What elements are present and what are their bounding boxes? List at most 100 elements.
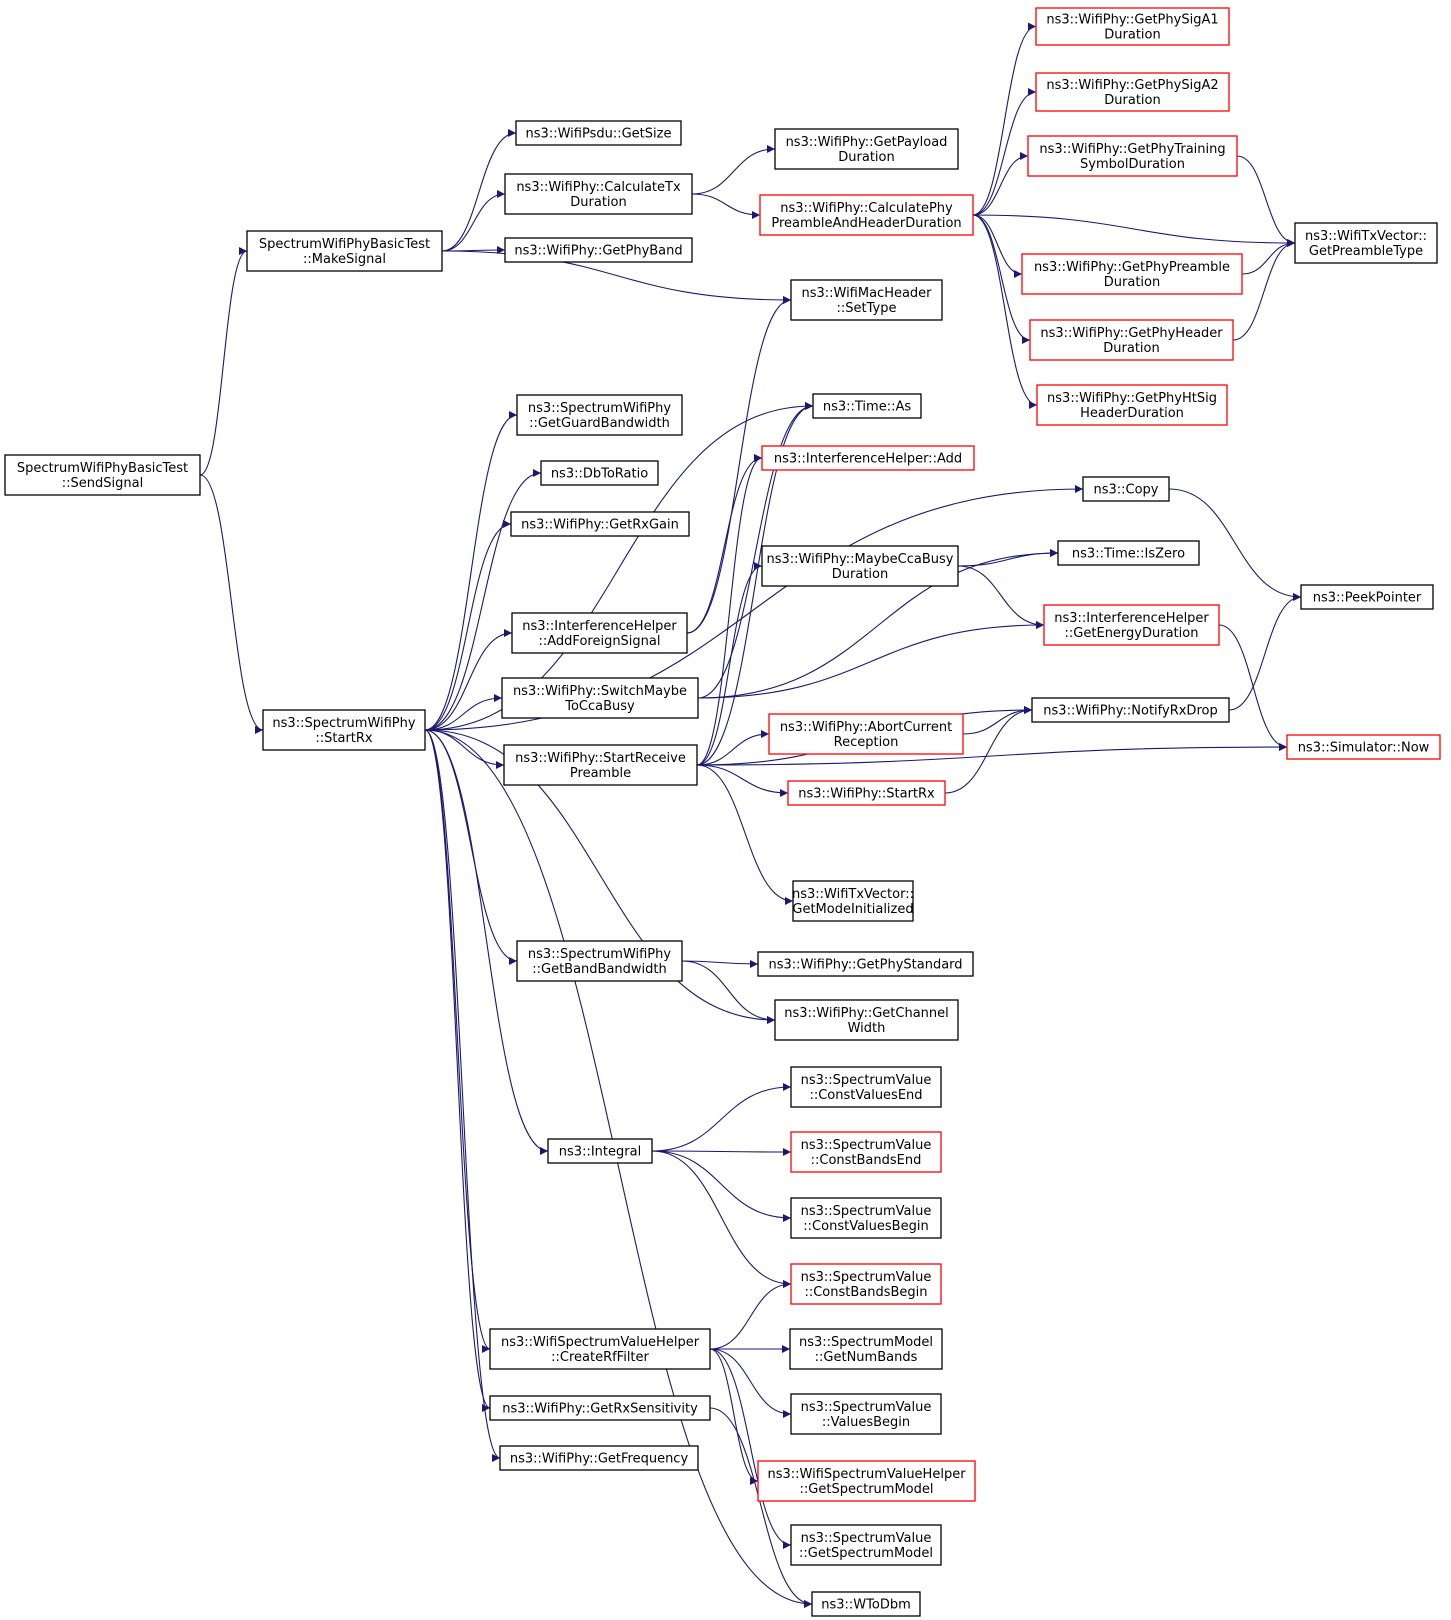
node-rxsens[interactable]: ns3::WifiPhy::GetRxSensitivity bbox=[489, 1395, 711, 1421]
node-label: ns3::WifiPhy::GetPhyStandard bbox=[768, 958, 962, 973]
node-label: ns3::Integral bbox=[559, 1145, 641, 1160]
node-label: ns3::WifiPsdu::GetSize bbox=[526, 127, 672, 142]
edge-calctx-to-getpayload bbox=[691, 145, 776, 195]
node-notifydrop[interactable]: ns3::WifiPhy::NotifyRxDrop bbox=[1031, 697, 1230, 723]
edge-sendsignal-to-startrx bbox=[199, 474, 264, 734]
node-label: ::SetType bbox=[837, 301, 897, 316]
edge-startrx-to-guardbw bbox=[424, 411, 518, 731]
edge-startrx-to-rxgain bbox=[424, 520, 512, 731]
edge-startrx-to-freq bbox=[424, 729, 501, 1462]
edge-training-to-preambletype bbox=[1236, 155, 1296, 247]
node-freq[interactable]: ns3::WifiPhy::GetFrequency bbox=[499, 1445, 699, 1471]
node-wtodbm[interactable]: ns3::WToDbm bbox=[811, 1591, 921, 1617]
node-makesignal[interactable]: SpectrumWifiPhyBasicTest::MakeSignal bbox=[246, 230, 443, 272]
node-box bbox=[812, 393, 922, 419]
node-ihadd[interactable]: ns3::InterferenceHelper::Add bbox=[761, 445, 975, 471]
node-label: ns3::WifiPhy::GetPhyHeader bbox=[1040, 326, 1223, 341]
node-svmodel[interactable]: ns3::SpectrumValue::GetSpectrumModel bbox=[790, 1524, 942, 1566]
node-wstartrx[interactable]: ns3::WifiPhy::StartRx bbox=[787, 780, 946, 806]
node-copy[interactable]: ns3::Copy bbox=[1082, 476, 1170, 502]
node-modeinit[interactable]: ns3::WifiTxVector::GetModeInitialized bbox=[792, 880, 914, 922]
edge-calcpreamble-to-phypreamble bbox=[972, 214, 1023, 278]
node-valbegin[interactable]: ns3::SpectrumValue::ValuesBegin bbox=[790, 1393, 942, 1435]
node-dbtoratio[interactable]: ns3::DbToRatio bbox=[540, 460, 659, 486]
node-label: ns3::InterferenceHelper::Add bbox=[774, 452, 962, 467]
node-psdu_getsize[interactable]: ns3::WifiPsdu::GetSize bbox=[515, 120, 682, 146]
node-startrx[interactable]: ns3::SpectrumWifiPhy::StartRx bbox=[262, 709, 426, 751]
node-box bbox=[501, 677, 699, 719]
node-label: ::ConstBandsBegin bbox=[804, 1285, 927, 1300]
node-guardbw[interactable]: ns3::SpectrumWifiPhy::GetGuardBandwidth bbox=[516, 394, 683, 436]
node-timeas[interactable]: ns3::Time::As bbox=[812, 393, 922, 419]
node-integral[interactable]: ns3::Integral bbox=[547, 1138, 653, 1164]
node-calcpreamble[interactable]: ns3::WifiPhy::CalculatePhyPreambleAndHea… bbox=[759, 194, 974, 236]
node-label: Reception bbox=[834, 735, 899, 750]
node-rffilter[interactable]: ns3::WifiSpectrumValueHelper::CreateRfFi… bbox=[489, 1328, 711, 1370]
node-getphyband[interactable]: ns3::WifiPhy::GetPhyBand bbox=[504, 237, 693, 263]
node-label: ns3::SpectrumValue bbox=[801, 1270, 932, 1285]
node-label: ns3::SpectrumValue bbox=[801, 1073, 932, 1088]
node-bandbw[interactable]: ns3::SpectrumWifiPhy::GetBandBandwidth bbox=[516, 940, 683, 982]
edge-startpre-to-maybecca bbox=[696, 562, 763, 766]
node-label: Duration bbox=[838, 150, 894, 165]
node-numbands[interactable]: ns3::SpectrumModel::GetNumBands bbox=[789, 1328, 943, 1370]
node-settype[interactable]: ns3::WifiMacHeader::SetType bbox=[790, 279, 943, 321]
node-box bbox=[1029, 319, 1234, 361]
edge-rxsens-to-wtodbm bbox=[709, 1407, 813, 1608]
node-preambletype[interactable]: ns3::WifiTxVector::GetPreambleType bbox=[1294, 222, 1438, 264]
node-iszero[interactable]: ns3::Time::IsZero bbox=[1057, 540, 1200, 566]
node-label: ::GetSpectrumModel bbox=[800, 1482, 934, 1497]
node-phystd[interactable]: ns3::WifiPhy::GetPhyStandard bbox=[757, 951, 974, 977]
node-label: ns3::SpectrumValue bbox=[801, 1204, 932, 1219]
edge-startpre-to-abort bbox=[696, 730, 770, 766]
node-label: ns3::Time::As bbox=[823, 400, 912, 415]
node-rxgain[interactable]: ns3::WifiPhy::GetRxGain bbox=[510, 511, 690, 537]
node-label: ns3::WifiTxVector:: bbox=[792, 887, 914, 902]
node-peek[interactable]: ns3::PeekPointer bbox=[1300, 584, 1434, 610]
node-label: ns3::InterferenceHelper bbox=[522, 619, 677, 634]
node-energy[interactable]: ns3::InterferenceHelper::GetEnergyDurati… bbox=[1043, 604, 1220, 646]
node-layer: SpectrumWifiPhyBasicTest::SendSignalSpec… bbox=[4, 7, 1441, 1617]
node-label: SpectrumWifiPhyBasicTest bbox=[17, 461, 188, 476]
node-label: ::CreateRfFilter bbox=[551, 1350, 649, 1365]
node-label: Duration bbox=[1104, 275, 1160, 290]
node-box bbox=[790, 1524, 942, 1566]
node-label: ::MakeSignal bbox=[303, 252, 386, 267]
node-cvbegin[interactable]: ns3::SpectrumValue::ConstValuesBegin bbox=[790, 1197, 942, 1239]
node-box bbox=[757, 951, 974, 977]
node-box bbox=[1286, 734, 1441, 760]
node-sendsignal[interactable]: SpectrumWifiPhyBasicTest::SendSignal bbox=[4, 454, 201, 496]
edge-integral-to-cvend bbox=[651, 1083, 792, 1152]
node-box bbox=[504, 237, 693, 263]
node-cbbegin[interactable]: ns3::SpectrumValue::ConstBandsBegin bbox=[790, 1263, 942, 1305]
edge-layer bbox=[199, 22, 1302, 1608]
node-box bbox=[790, 1197, 942, 1239]
edge-calcpreamble-to-training bbox=[972, 152, 1029, 216]
node-label: ::ValuesBegin bbox=[822, 1415, 910, 1430]
edge-switchcca-to-iszero bbox=[697, 549, 1059, 699]
node-label: SpectrumWifiPhyBasicTest bbox=[259, 237, 430, 252]
node-training[interactable]: ns3::WifiPhy::GetPhyTrainingSymbolDurati… bbox=[1027, 135, 1238, 177]
edge-calcpreamble-to-preambletype bbox=[972, 214, 1296, 247]
node-wsvhmodel[interactable]: ns3::WifiSpectrumValueHelper::GetSpectru… bbox=[757, 1460, 976, 1502]
edge-phypreamble-to-preambletype bbox=[1241, 239, 1296, 275]
node-cvend[interactable]: ns3::SpectrumValue::ConstValuesEnd bbox=[790, 1066, 942, 1108]
node-foreign[interactable]: ns3::InterferenceHelper::AddForeignSigna… bbox=[511, 612, 688, 654]
node-label: SymbolDuration bbox=[1080, 157, 1185, 172]
node-cbend[interactable]: ns3::SpectrumValue::ConstBandsEnd bbox=[790, 1131, 942, 1173]
node-simnow[interactable]: ns3::Simulator::Now bbox=[1286, 734, 1441, 760]
node-box bbox=[1035, 7, 1230, 46]
node-label: ns3::WifiPhy::SwitchMaybe bbox=[513, 684, 687, 699]
